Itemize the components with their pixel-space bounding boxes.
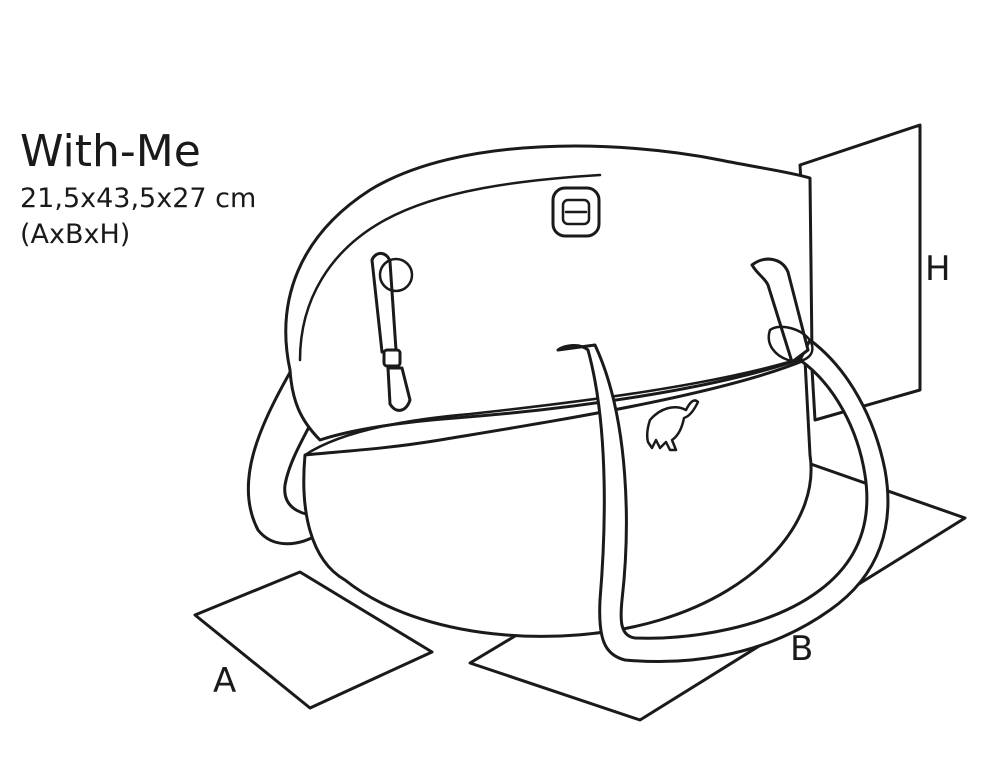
product-name: With-Me: [20, 126, 201, 177]
bag-body: [302, 358, 813, 638]
dimension-key: (AxBxH): [20, 219, 131, 250]
dog-logo-icon: [645, 399, 700, 452]
title-block: With-Me 21,5x43,5x27 cm (AxBxH): [20, 126, 256, 250]
product-dimensions: 21,5x43,5x27 cm: [20, 183, 257, 214]
lid-lip: [303, 353, 814, 457]
bag-lid: [284, 144, 814, 442]
strap-attachment-right: [750, 257, 810, 364]
dimension-label-a: A: [213, 661, 236, 701]
metal-badge-icon: [551, 186, 601, 238]
front-handle-strap: [556, 338, 890, 664]
zipper-pull-icon: [370, 252, 414, 412]
dimension-label-b: B: [790, 629, 813, 669]
dimension-label-h: H: [925, 249, 951, 289]
zipper-seam: [298, 173, 602, 362]
strap-buckle-icon: [767, 325, 814, 363]
floor-plane-a: [193, 570, 434, 710]
